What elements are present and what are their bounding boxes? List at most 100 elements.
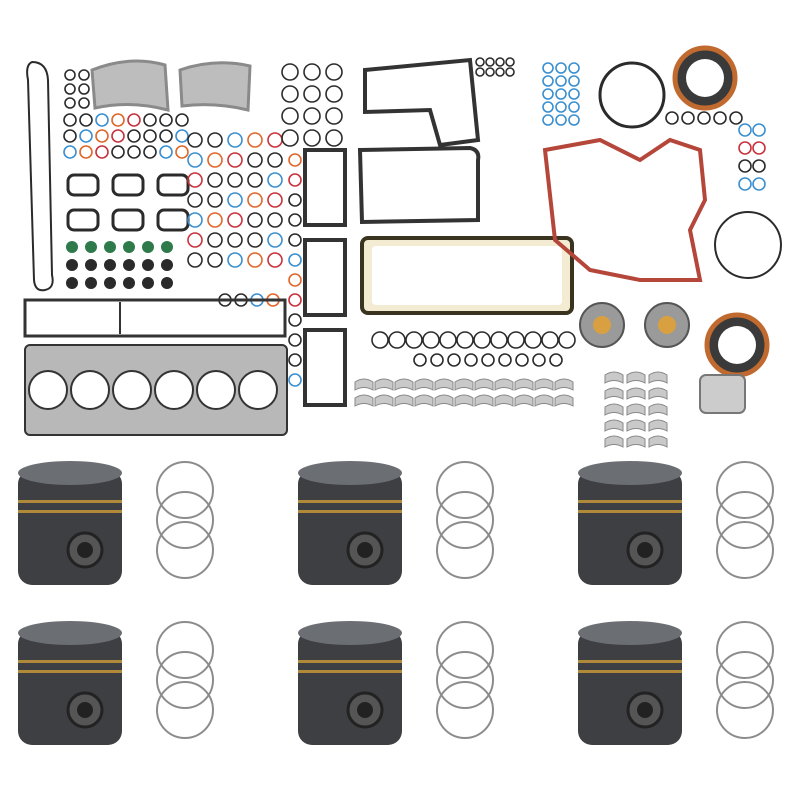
o-ring bbox=[303, 107, 321, 125]
o-ring bbox=[227, 172, 243, 188]
o-ring bbox=[111, 129, 125, 143]
rocker-base-gasket bbox=[303, 148, 347, 227]
o-ring bbox=[247, 232, 263, 248]
bearing-shell bbox=[474, 394, 494, 407]
o-ring bbox=[288, 153, 302, 167]
valve-stem-seal bbox=[142, 277, 154, 289]
o-ring bbox=[247, 212, 263, 228]
o-ring bbox=[143, 145, 157, 159]
piston-ring bbox=[436, 681, 494, 739]
valve-stem-seal bbox=[104, 241, 116, 253]
o-ring bbox=[187, 212, 203, 228]
o-ring bbox=[63, 129, 77, 143]
o-ring bbox=[555, 75, 567, 87]
o-ring bbox=[729, 111, 743, 125]
o-ring bbox=[187, 172, 203, 188]
manifold-gasket bbox=[111, 208, 145, 232]
cylinder-bore bbox=[70, 370, 110, 410]
o-ring bbox=[143, 113, 157, 127]
piston-ring bbox=[436, 621, 494, 679]
o-ring bbox=[159, 129, 173, 143]
o-ring bbox=[490, 331, 508, 349]
o-ring bbox=[159, 145, 173, 159]
o-ring bbox=[288, 253, 302, 267]
valve-stem-seal bbox=[142, 259, 154, 271]
o-ring bbox=[227, 152, 243, 168]
piston-ring bbox=[156, 491, 214, 549]
bearing-shell bbox=[648, 371, 668, 384]
piston bbox=[18, 621, 122, 745]
o-ring bbox=[568, 114, 580, 126]
o-ring bbox=[475, 57, 485, 67]
bearing-shell bbox=[454, 394, 474, 407]
bearing-shell bbox=[514, 394, 534, 407]
bearing-shell bbox=[394, 378, 414, 391]
rubber-seal-strip bbox=[90, 59, 170, 112]
o-ring bbox=[64, 97, 76, 109]
o-ring bbox=[187, 232, 203, 248]
piston bbox=[18, 461, 122, 585]
o-ring bbox=[532, 353, 546, 367]
bearing-shell bbox=[494, 394, 514, 407]
rocker-base-gasket bbox=[303, 238, 347, 317]
o-ring bbox=[549, 353, 563, 367]
o-ring bbox=[555, 62, 567, 74]
o-ring bbox=[288, 213, 302, 227]
o-ring bbox=[267, 172, 283, 188]
o-ring bbox=[738, 123, 752, 137]
o-ring bbox=[78, 83, 90, 95]
o-ring bbox=[413, 353, 427, 367]
cylinder-head-gasket bbox=[24, 344, 288, 436]
o-ring bbox=[288, 313, 302, 327]
valve-stem-seal bbox=[123, 259, 135, 271]
o-ring bbox=[95, 113, 109, 127]
o-ring bbox=[227, 192, 243, 208]
o-ring bbox=[665, 111, 679, 125]
o-ring bbox=[568, 101, 580, 113]
bearing-shell bbox=[434, 378, 454, 391]
bearing-shell bbox=[354, 394, 374, 407]
bearing-shell bbox=[648, 403, 668, 416]
bearing-shell bbox=[626, 387, 646, 400]
valve-stem-seal bbox=[161, 241, 173, 253]
piston bbox=[578, 621, 682, 745]
o-ring bbox=[303, 63, 321, 81]
o-ring bbox=[481, 353, 495, 367]
valve-stem-seal bbox=[66, 259, 78, 271]
bearing-shell bbox=[354, 378, 374, 391]
o-ring bbox=[681, 111, 695, 125]
o-ring bbox=[555, 88, 567, 100]
piston-ring bbox=[436, 491, 494, 549]
o-ring bbox=[485, 67, 495, 77]
bearing-shell bbox=[648, 435, 668, 448]
o-ring bbox=[325, 107, 343, 125]
bearing-shell bbox=[604, 435, 624, 448]
piston-ring bbox=[716, 521, 774, 579]
manifold-gasket bbox=[66, 173, 100, 197]
o-ring bbox=[495, 67, 505, 77]
o-ring bbox=[388, 331, 406, 349]
o-ring bbox=[542, 114, 554, 126]
bearing-shell bbox=[648, 387, 668, 400]
o-ring bbox=[456, 331, 474, 349]
o-ring bbox=[738, 177, 752, 191]
piston-ring bbox=[716, 461, 774, 519]
o-ring bbox=[558, 331, 576, 349]
o-ring bbox=[288, 173, 302, 187]
o-ring bbox=[303, 85, 321, 103]
o-ring bbox=[505, 57, 515, 67]
piston-ring bbox=[156, 651, 214, 709]
bearing-shell bbox=[394, 394, 414, 407]
o-ring bbox=[95, 145, 109, 159]
bearing-shell bbox=[626, 435, 646, 448]
valve-cover-gasket bbox=[26, 60, 54, 292]
piston bbox=[298, 461, 402, 585]
bearing-shell bbox=[626, 371, 646, 384]
o-ring bbox=[79, 129, 93, 143]
o-ring bbox=[568, 88, 580, 100]
valve-stem-seal bbox=[66, 241, 78, 253]
piston-ring bbox=[716, 491, 774, 549]
o-ring bbox=[738, 159, 752, 173]
o-ring bbox=[303, 129, 321, 147]
